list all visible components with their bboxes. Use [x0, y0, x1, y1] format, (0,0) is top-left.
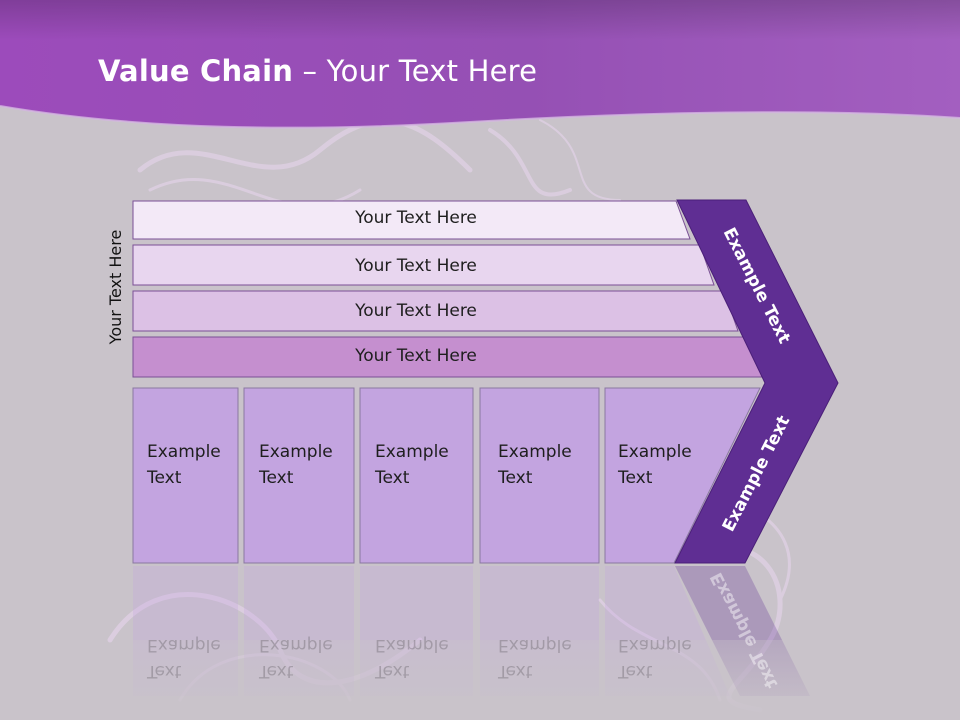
primary-box-2-shape — [243, 387, 355, 564]
reflection-box-5-line1: Example — [618, 635, 692, 655]
reflection-box-5: Text Example — [618, 632, 692, 684]
primary-box-3-line1: Example — [375, 442, 449, 462]
reflection-box-1-line2: Text — [147, 661, 182, 681]
reflection-box-4: Text Example — [498, 632, 572, 684]
reflection-box-2-line2: Text — [259, 661, 294, 681]
reflection-box-2: Text Example — [259, 632, 333, 684]
reflection-box-1-line1: Example — [147, 635, 221, 655]
reflection-box-3-line2: Text — [375, 661, 410, 681]
reflection-box-4-line2: Text — [498, 661, 533, 681]
support-row-3-label: Your Text Here — [355, 301, 477, 321]
reflection-chevron-label: Example Text — [706, 569, 783, 692]
slide-title: Value Chain – Your Text Here — [98, 54, 537, 88]
title-bold: Value Chain — [98, 54, 294, 88]
primary-box-4-shape — [479, 387, 600, 564]
reflection-box-3: Text Example — [375, 632, 449, 684]
support-row-2-label: Your Text Here — [355, 256, 477, 276]
primary-box-5-shape — [604, 387, 761, 564]
support-row-2-shape — [132, 244, 715, 286]
primary-box-5-line2: Text — [618, 468, 653, 488]
support-row-3-shape — [132, 290, 739, 332]
primary-box-2-line2: Text — [259, 468, 294, 488]
reflection-box-2-line1: Example — [259, 635, 333, 655]
reflection-box-4-line1: Example — [498, 635, 572, 655]
reflection-box-1: Text Example — [147, 632, 221, 684]
support-row-1-label: Your Text Here — [355, 208, 477, 228]
primary-box-3-line2: Text — [375, 468, 410, 488]
primary-box-1-line1: Example — [147, 442, 221, 462]
reflection-box-5-line2: Text — [618, 661, 653, 681]
margin-chevron-shape — [674, 199, 839, 564]
primary-box-3-shape — [359, 387, 474, 564]
title-rest: – Your Text Here — [293, 54, 538, 88]
primary-box-4-line1: Example — [498, 442, 572, 462]
support-row-4-label: Your Text Here — [355, 346, 477, 366]
support-row-1-shape — [132, 200, 691, 240]
primary-box-1-shape — [132, 387, 239, 564]
primary-box-2-line1: Example — [259, 442, 333, 462]
primary-box-5-line1: Example — [618, 442, 692, 462]
primary-box-4-line2: Text — [498, 468, 533, 488]
primary-box-1-line2: Text — [147, 468, 182, 488]
reflection-box-3-line1: Example — [375, 635, 449, 655]
